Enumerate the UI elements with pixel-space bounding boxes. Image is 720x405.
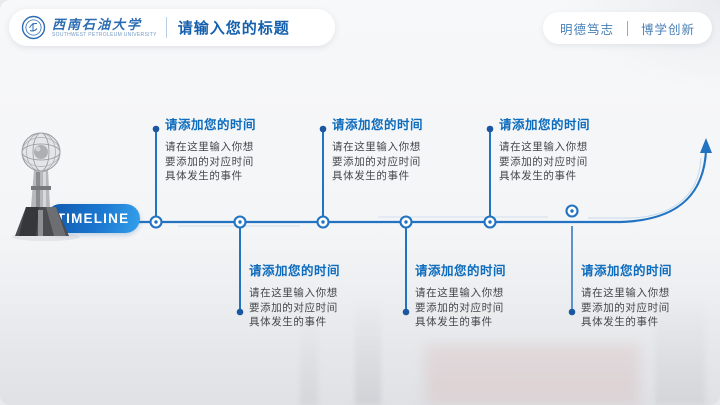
motto-divider xyxy=(626,20,628,36)
timeline-item-2[interactable]: 请添加您的时间 请在这里输入你想 要添加的对应时间 具体发生的事件 xyxy=(249,260,340,330)
university-name-cn: 西南石油大学 xyxy=(52,16,143,32)
header-bar: 西南石油大学 SOUTHWEST PETROLEUM UNIVERSITY 请输… xyxy=(9,9,335,46)
university-name-en: SOUTHWEST PETROLEUM UNIVERSITY xyxy=(52,31,157,38)
timeline-item-body[interactable]: 请在这里输入你想 要添加的对应时间 具体发生的事件 xyxy=(332,141,421,182)
timeline-node-rings xyxy=(149,204,579,229)
timeline-end-dot xyxy=(402,308,410,316)
timeline-item-title[interactable]: 请添加您的时间 xyxy=(581,264,673,278)
timeline-item-title[interactable]: 请添加您的时间 xyxy=(165,118,257,132)
timeline-end-dot xyxy=(568,308,576,316)
timeline-item-body[interactable]: 请在这里输入你想 要添加的对应时间 具体发生的事件 xyxy=(415,287,504,328)
timeline-item-body[interactable]: 请在这里输入你想 要添加的对应时间 具体发生的事件 xyxy=(165,141,254,182)
background-building-strip xyxy=(355,300,381,405)
motto-left: 明德笃志 xyxy=(559,22,614,37)
timeline-end-dot xyxy=(236,308,244,316)
timeline-item-title[interactable]: 请添加您的时间 xyxy=(249,264,341,278)
timeline-label: TIMELINE xyxy=(56,211,130,226)
echo-curve xyxy=(588,157,702,219)
timeline-item-body[interactable]: 请在这里输入你想 要添加的对应时间 具体发生的事件 xyxy=(581,287,670,328)
timeline-item-title[interactable]: 请添加您的时间 xyxy=(499,118,591,132)
motto-right: 博学创新 xyxy=(640,22,695,37)
timeline-item-title[interactable]: 请添加您的时间 xyxy=(332,118,424,132)
timeline-item-5[interactable]: 请添加您的时间 请在这里输入你想 要添加的对应时间 具体发生的事件 xyxy=(499,114,590,184)
background-building-strip xyxy=(300,320,318,405)
arrow-up-icon xyxy=(700,138,712,153)
timeline-item-6[interactable]: 请添加您的时间 请在这里输入你想 要添加的对应时间 具体发生的事件 xyxy=(581,260,672,330)
background-red-banner xyxy=(425,345,640,405)
timeline-item-4[interactable]: 请添加您的时间 请在这里输入你想 要添加的对应时间 具体发生的事件 xyxy=(415,260,506,330)
header-divider xyxy=(165,17,167,38)
university-seal-icon xyxy=(21,15,46,40)
monument-statue-image xyxy=(12,132,80,241)
timeline-end-dot xyxy=(486,125,494,133)
timeline-item-3[interactable]: 请添加您的时间 请在这里输入你想 要添加的对应时间 具体发生的事件 xyxy=(332,114,423,184)
timeline-item-1[interactable]: 请添加您的时间 请在这里输入你想 要添加的对应时间 具体发生的事件 xyxy=(165,114,256,184)
timeline-end-dot xyxy=(319,125,327,133)
motto-badge: 明德笃志 博学创新 xyxy=(542,12,712,44)
timeline-item-body[interactable]: 请在这里输入你想 要添加的对应时间 具体发生的事件 xyxy=(249,287,338,328)
slide-title-placeholder[interactable]: 请输入您的标题 xyxy=(177,20,290,37)
university-logo-text: 西南石油大学 SOUTHWEST PETROLEUM UNIVERSITY xyxy=(52,18,157,38)
timeline-item-body[interactable]: 请在这里输入你想 要添加的对应时间 具体发生的事件 xyxy=(499,141,588,182)
timeline-end-dot xyxy=(152,125,160,133)
timeline-item-title[interactable]: 请添加您的时间 xyxy=(415,264,507,278)
